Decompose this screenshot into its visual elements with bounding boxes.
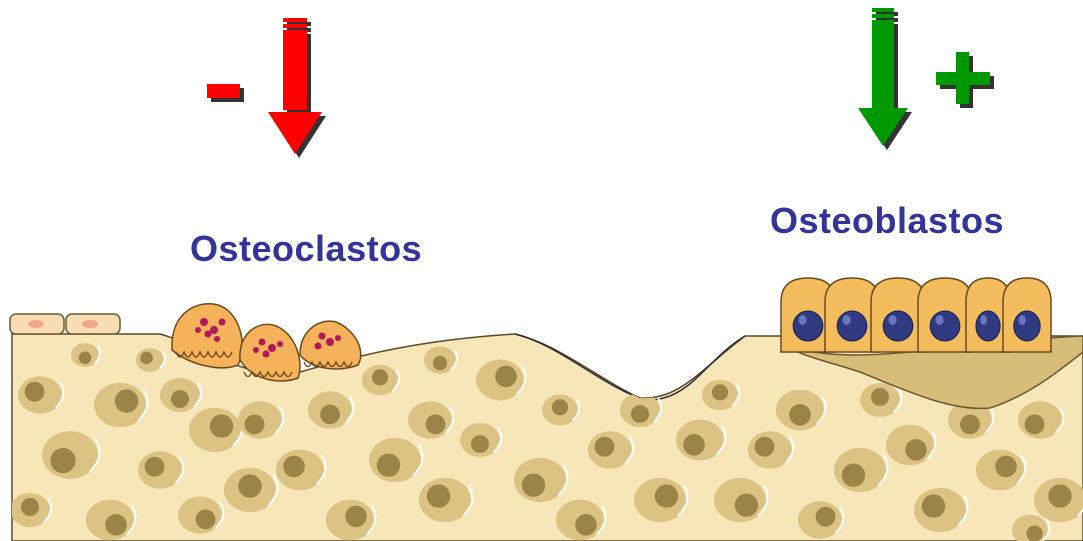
bone-lacuna-highlight bbox=[628, 353, 632, 367]
bone-lacuna-core bbox=[1048, 484, 1071, 507]
bone-lacuna-core bbox=[372, 369, 388, 385]
nucleus-highlight bbox=[980, 315, 987, 325]
nucleus-highlight bbox=[1019, 315, 1026, 325]
bone-lacuna-core bbox=[595, 437, 615, 457]
osteoclasts-label: Osteoclastos bbox=[190, 228, 422, 270]
bone-lacuna-core bbox=[618, 353, 629, 364]
inhibit-arrow-icon bbox=[268, 18, 326, 158]
bone-lacuna-core bbox=[50, 448, 75, 473]
osteoblast-nucleus bbox=[930, 311, 960, 341]
bone-lacuna-core bbox=[842, 464, 865, 487]
bone-lacuna-core bbox=[905, 439, 927, 461]
osteoblast-nucleus bbox=[976, 311, 1000, 341]
bone-lacuna-core bbox=[196, 510, 216, 530]
bone-lacuna-core bbox=[960, 415, 980, 435]
bone-lacuna-core bbox=[427, 484, 450, 507]
bone-lacuna-core bbox=[210, 414, 233, 437]
bone-lacuna-core bbox=[995, 456, 1017, 478]
osteoblasts-label: Osteoblastos bbox=[770, 200, 1004, 242]
minus-sign-icon bbox=[207, 84, 244, 102]
osteoblast-nucleus bbox=[837, 311, 867, 341]
bone-lacuna-core bbox=[522, 474, 545, 497]
bone-lacuna-core bbox=[377, 454, 400, 477]
osteoclast-cell bbox=[300, 321, 361, 369]
bone-lacuna-core bbox=[495, 366, 517, 388]
nucleus-highlight bbox=[889, 315, 897, 325]
bone-lacuna-core bbox=[140, 352, 153, 365]
bone-lacuna-core bbox=[21, 498, 39, 516]
osteoblast-nucleus bbox=[1014, 311, 1040, 341]
bone-lacuna-core bbox=[816, 507, 836, 527]
lining-cells bbox=[10, 314, 120, 334]
bone-lacuna-core bbox=[789, 404, 811, 426]
bone-lacuna-core bbox=[115, 389, 138, 412]
osteoblast-nucleus bbox=[793, 311, 823, 341]
bone-lacuna-core bbox=[471, 435, 489, 453]
bone-lacuna-core bbox=[631, 405, 649, 423]
bone-lacuna-core bbox=[871, 388, 889, 406]
bone-lacuna-core bbox=[575, 514, 597, 536]
bone-lacuna-core bbox=[238, 474, 261, 497]
osteoblast-cells bbox=[781, 278, 1051, 352]
bone-lacuna-core bbox=[25, 382, 45, 402]
osteoblast-nucleus bbox=[883, 311, 913, 341]
bone-lacuna-core bbox=[735, 494, 758, 517]
bone-lacuna-core bbox=[1025, 415, 1045, 435]
bone-lacuna-core bbox=[145, 457, 165, 477]
plus-sign-icon bbox=[936, 52, 994, 108]
bone-lacuna-core bbox=[655, 484, 678, 507]
stimulate-arrow-icon bbox=[858, 8, 912, 150]
bone-lacuna-core bbox=[712, 384, 728, 400]
bone-lacuna-core bbox=[426, 415, 446, 435]
bone-lacuna-core bbox=[79, 352, 92, 365]
nucleus-highlight bbox=[799, 315, 807, 325]
bone-lacuna-core bbox=[683, 434, 705, 456]
bone-lacuna-core bbox=[755, 437, 775, 457]
bone-lacuna bbox=[608, 350, 632, 370]
bone-lacuna-core bbox=[552, 399, 568, 415]
bone-lacuna-core bbox=[345, 506, 367, 528]
bone-lacuna-core bbox=[922, 494, 945, 517]
bone-lacuna-core bbox=[283, 456, 305, 478]
bone-lacuna-core bbox=[433, 356, 447, 370]
bone-lacuna-core bbox=[1026, 526, 1042, 541]
bone-lacuna-core bbox=[245, 415, 265, 435]
bone-lacuna-core bbox=[105, 514, 127, 536]
nucleus-highlight bbox=[936, 315, 944, 325]
bone-lacuna-core bbox=[171, 390, 189, 408]
bone-lacuna-core bbox=[320, 405, 340, 425]
nucleus-highlight bbox=[843, 315, 851, 325]
